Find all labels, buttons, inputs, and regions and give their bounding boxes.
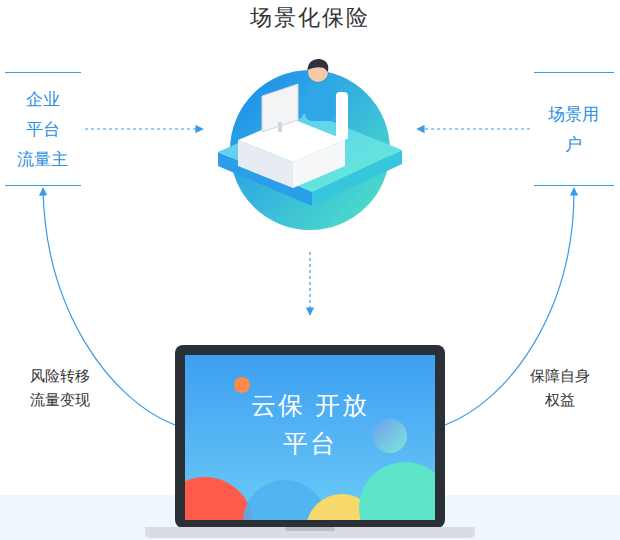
- monitor: [262, 84, 298, 132]
- dashed-arrow: [85, 128, 203, 129]
- node-label: 云保 开放平台: [250, 387, 370, 463]
- monitor-stand: [278, 122, 282, 132]
- edge-label: 保障自身 权益: [527, 364, 593, 412]
- scene-node: 场景化保险: [205, 0, 415, 240]
- deco-orange: [234, 377, 250, 393]
- laptop-notch: [285, 527, 335, 531]
- dashed-arrow: [417, 128, 530, 129]
- laptop-base: [145, 527, 475, 538]
- deco-red: [185, 477, 253, 520]
- chair-back: [336, 92, 348, 140]
- desk-right: [293, 140, 345, 188]
- dashed-arrow: [309, 252, 310, 315]
- desk-left: [238, 140, 293, 188]
- edge-label: 风险转移 流量变现: [27, 364, 93, 412]
- platform-top: [218, 112, 402, 192]
- person-hair: [307, 59, 328, 72]
- scene-title: 场景化保险: [205, 3, 415, 33]
- node-label: 场景用户: [547, 99, 601, 159]
- user-box: 场景用户: [534, 72, 614, 186]
- source-box: 企业 平台 流量主: [5, 72, 81, 186]
- node-label: 企业 平台 流量主: [16, 84, 70, 174]
- deco-ball: [373, 419, 407, 453]
- platform-screen: 云保 开放平台: [175, 345, 445, 528]
- deco-teal: [359, 462, 435, 520]
